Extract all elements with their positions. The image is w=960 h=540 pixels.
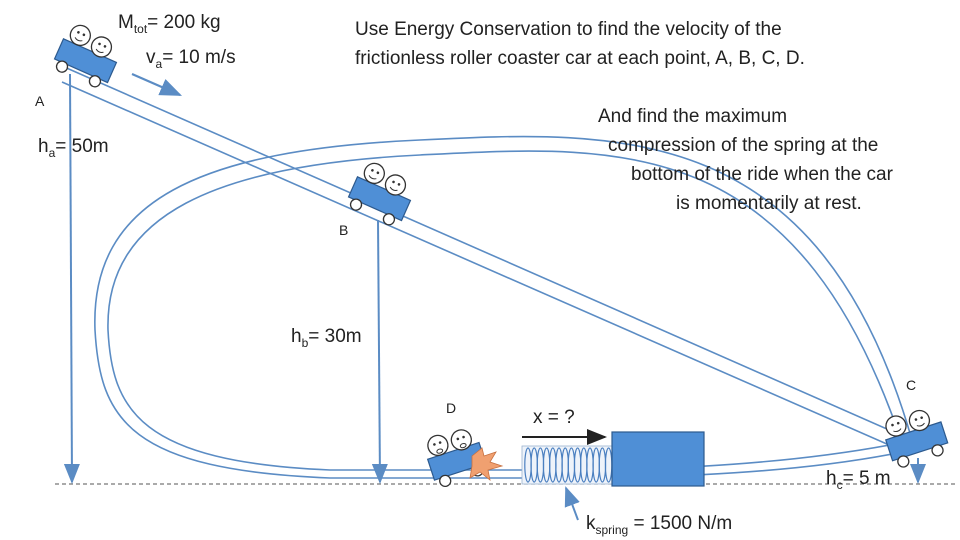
task-line-3: bottom of the ride when the car [631, 164, 893, 185]
point-d-label: D [446, 400, 457, 416]
hb-label: hb= 30m [291, 326, 362, 350]
spring-pointer [564, 486, 580, 521]
impact-burst [469, 447, 504, 481]
point-b-label: B [339, 222, 349, 238]
problem-line-1: Use Energy Conservation to find the velo… [355, 19, 782, 40]
car-c [885, 409, 949, 468]
point-a-label: A [35, 93, 45, 109]
problem-line-2: frictionless roller coaster car at each … [355, 48, 805, 69]
task-line-4: is momentarily at rest. [676, 193, 862, 214]
ha-label: ha= 50m [38, 136, 109, 160]
mass-label: Mtot= 200 kg [118, 12, 221, 36]
spring-block [611, 431, 705, 487]
spring-constant-label: kspring = 1500 N/m [586, 513, 733, 537]
compression-label: x = ? [533, 407, 575, 428]
task-line-1: And find the maximum [598, 106, 788, 127]
hb-height-line [371, 219, 388, 484]
hc-label: hc= 5 m [826, 468, 891, 492]
velocity-a-label: va= 10 m/s [146, 47, 236, 71]
point-c-label: C [906, 377, 917, 393]
car-a [53, 24, 118, 88]
car-b [347, 162, 412, 226]
velocity-arrow [131, 72, 183, 97]
task-line-2: compression of the spring at the [608, 135, 879, 156]
ha-height-line [63, 73, 80, 484]
spring [521, 445, 613, 485]
car-d [426, 429, 487, 488]
